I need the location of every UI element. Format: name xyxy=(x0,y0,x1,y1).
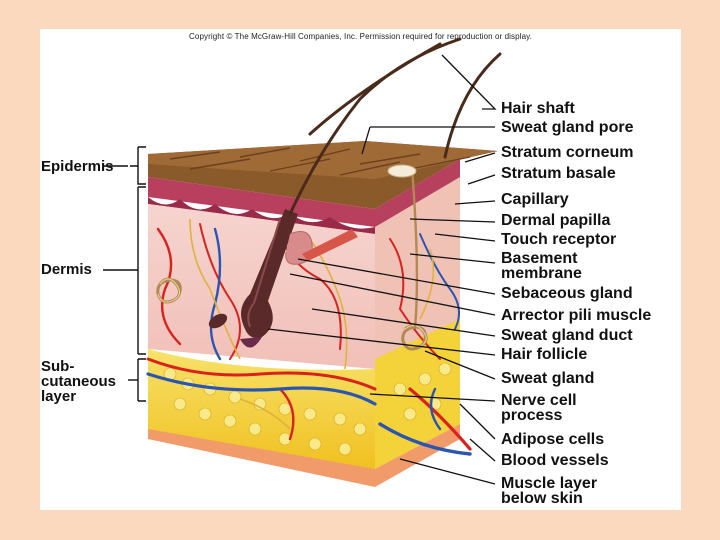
label-nerve-line1: Nerve cell xyxy=(501,392,577,409)
label-dermis: Dermis xyxy=(41,261,92,278)
label-sweat-gland-pore: Sweat gland pore xyxy=(501,119,634,136)
label-nerve-cell-process: Nerve cell process xyxy=(501,392,577,424)
sweat-gland-duct-tube xyxy=(410,168,419,330)
label-hair-shaft: Hair shaft xyxy=(501,100,575,117)
label-subcutaneous-line1: Sub- xyxy=(41,358,75,375)
sweat-pore-ellipse xyxy=(387,164,417,178)
label-capillary: Capillary xyxy=(501,191,569,208)
label-subcutaneous: Sub- cutaneous layer xyxy=(41,359,116,404)
label-epidermis: Epidermis xyxy=(41,158,114,175)
hair-follicle-structure xyxy=(208,209,358,348)
label-adipose-cells: Adipose cells xyxy=(501,431,605,448)
label-sweat-gland-duct: Sweat gland duct xyxy=(501,327,633,344)
hair-shafts xyxy=(288,37,502,216)
right-leader-lines xyxy=(267,54,497,485)
label-touch-receptor: Touch receptor xyxy=(501,231,617,248)
label-subcutaneous-line2: cutaneous xyxy=(41,373,117,390)
epidermis-front xyxy=(148,177,375,234)
label-blood-vessels: Blood vessels xyxy=(501,452,609,469)
label-muscle-layer: Muscle layer below skin xyxy=(501,475,598,507)
label-sweat-gland: Sweat gland xyxy=(501,370,595,387)
skin-cross-section xyxy=(103,37,502,487)
label-basement-membrane: Basement membrane xyxy=(501,250,582,282)
label-sebaceous-gland: Sebaceous gland xyxy=(501,285,633,302)
copyright-notice: Copyright © The McGraw-Hill Companies, I… xyxy=(189,32,532,41)
label-muscle-line1: Muscle layer xyxy=(501,475,598,492)
label-basement-line2: membrane xyxy=(501,265,582,282)
label-basement-line1: Basement xyxy=(501,250,578,267)
nerves xyxy=(189,218,435,430)
label-nerve-line2: process xyxy=(501,407,563,424)
label-muscle-line2: below skin xyxy=(501,490,583,507)
arteries xyxy=(146,223,472,451)
label-arrector-pili-muscle: Arrector pili muscle xyxy=(501,307,652,324)
label-dermal-papilla: Dermal papilla xyxy=(501,212,611,229)
diagram-panel: Copyright © The McGraw-Hill Companies, I… xyxy=(40,29,681,510)
label-stratum-corneum: Stratum corneum xyxy=(501,144,634,161)
left-brackets xyxy=(103,146,146,402)
label-hair-follicle: Hair follicle xyxy=(501,346,588,363)
muscle-layer-strip xyxy=(148,424,460,487)
label-subcutaneous-line3: layer xyxy=(41,388,77,405)
label-stratum-basale: Stratum basale xyxy=(501,165,616,182)
sweat-gland-coil-highlights xyxy=(157,278,427,348)
